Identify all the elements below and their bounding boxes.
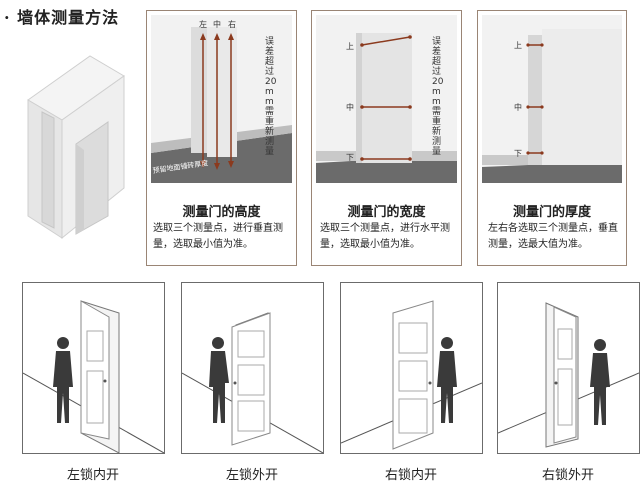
height-label-left: 左 <box>199 19 207 29</box>
height-measure-image: 左 中 右 预留地面铺砖厚度 <box>151 15 292 183</box>
door-right-lock-outward-image <box>497 302 640 448</box>
height-panel-title: 测量门的高度 <box>182 205 261 220</box>
thickness-label-middle: 中 <box>514 102 522 112</box>
door-label-left-lock-outward: 左锁外开 <box>225 468 278 483</box>
width-label-bottom: 下 <box>346 153 354 162</box>
width-measure-image: 上 中 下 <box>316 15 457 183</box>
thickness-label-top: 上 <box>514 41 522 50</box>
width-label-top: 上 <box>346 42 354 51</box>
height-label-right: 右 <box>228 19 236 29</box>
door-label-left-lock-inward: 左锁内开 <box>66 468 119 483</box>
width-label-middle: 中 <box>346 102 354 112</box>
door-label-right-lock-inward: 右锁内开 <box>384 468 437 483</box>
door-label-right-lock-outward: 右锁外开 <box>541 468 594 483</box>
height-error-note: 误差超过20mm需重新测量 <box>265 37 277 157</box>
page-title: · 墙体测量方法 <box>4 8 120 27</box>
door-left-lock-outward-image <box>181 312 324 454</box>
door-left-lock-inward <box>22 282 165 454</box>
door-right-lock-inward <box>340 282 483 454</box>
door-left-lock-outward <box>181 282 324 454</box>
wall-corner-illustration <box>27 55 125 240</box>
door-left-lock-inward-image <box>22 300 165 454</box>
thickness-measure-panel: 上 中 下 测量门的厚度 左右各选取三个测量点，垂直测量，选最大值为准。 <box>477 10 627 266</box>
thickness-label-bottom: 下 <box>514 149 522 158</box>
thickness-panel-title: 测量门的厚度 <box>512 205 591 220</box>
thickness-panel-desc: 左右各选取三个测量点，垂直测量，选最大值为准。 <box>488 223 618 250</box>
height-measure-panel: 左 中 右 预留地面铺砖厚度 误差超过20mm需重新测量 测量门的高度 选取三个… <box>146 10 297 266</box>
width-measure-panel: 上 中 下 误差超过20mm需重新测量 测量门的宽度 选取三个测量点，进行水平测… <box>311 10 462 266</box>
height-label-middle: 中 <box>213 19 221 29</box>
thickness-measure-image: 上 中 下 <box>482 15 622 183</box>
height-panel-desc: 选取三个测量点，进行垂直测量，选取最小值为准。 <box>153 223 283 250</box>
width-panel-title: 测量门的宽度 <box>347 205 426 220</box>
door-right-lock-inward-image <box>340 300 483 450</box>
width-error-note: 误差超过20mm需重新测量 <box>432 37 444 157</box>
width-panel-desc: 选取三个测量点，进行水平测量，选取最小值为准。 <box>320 223 450 250</box>
door-right-lock-outward <box>497 282 640 454</box>
